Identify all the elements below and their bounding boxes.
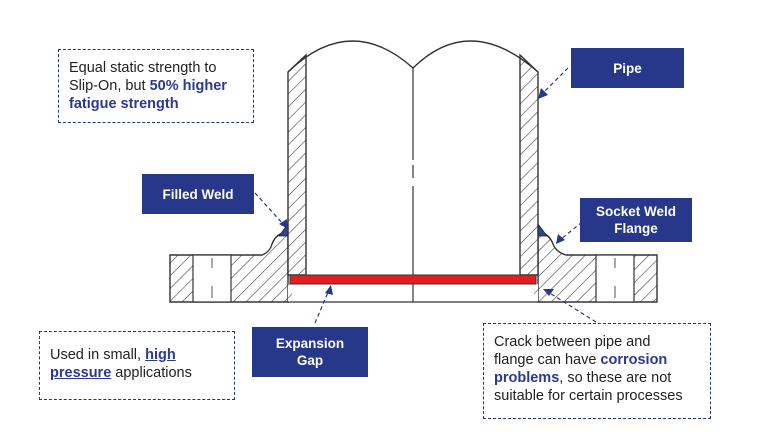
flange-right-step [534,284,538,302]
note-line: suitable for certain processes [494,388,683,404]
flange-left-step [288,284,292,302]
pipe-wall-left [287,53,307,276]
expansion-gap-bar [289,274,537,285]
note-line: flange can have corrosion [494,352,668,368]
pipe-wall-right [519,53,539,276]
pipe-top-curve [287,40,539,73]
label-socket-weld-flange: Socket Weld Flange [580,198,692,242]
note-line: Crack between pipe and [494,334,651,350]
note-line: problems, so these are not [494,370,672,386]
fillet-weld-right [537,222,548,237]
note-line: Equal static strength to [69,60,217,76]
note-line: Slip-On, but 50% higher [69,78,227,94]
label-filled-weld: Filled Weld [142,174,254,214]
leader-lines [254,67,597,324]
note-line: Used in small, high [50,347,176,363]
note-line: pressure applications [50,365,192,381]
label-pipe: Pipe [571,48,684,88]
note-fatigue-strength: Equal static strength to Slip-On, but 50… [58,49,254,123]
label-expansion-gap: Expansion Gap [252,327,368,377]
note-highlight: fatigue strength [69,96,179,112]
leader-arrowheads [279,88,565,296]
note-corrosion: Crack between pipe and flange can have c… [483,323,711,419]
note-high-pressure: Used in small, high pressure application… [39,331,235,400]
